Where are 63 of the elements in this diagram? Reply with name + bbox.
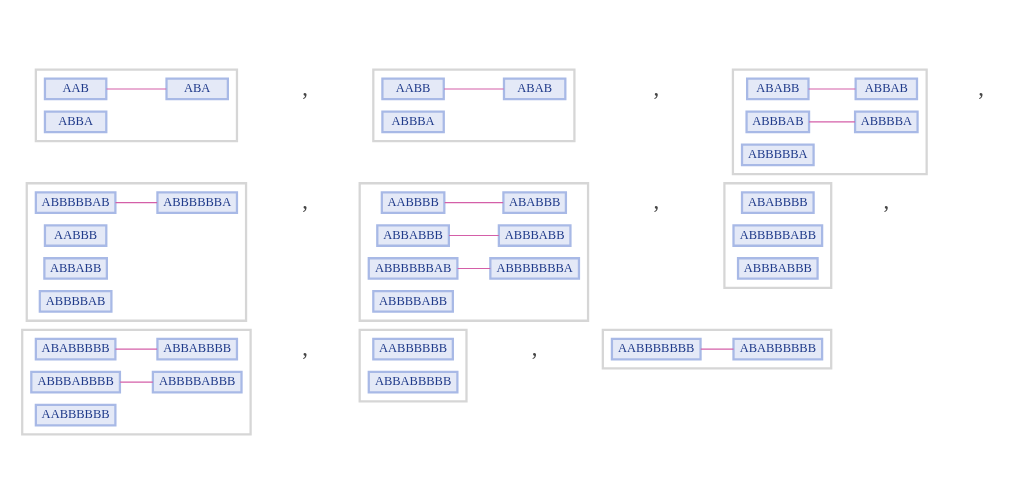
node-box: ABBBBBBAB xyxy=(367,257,459,280)
node-box: ABABBB xyxy=(502,191,568,214)
cluster xyxy=(372,68,576,143)
node-box: ABBBBBBA xyxy=(156,191,239,214)
node-box: AABBB xyxy=(43,224,108,247)
node-box: ABABBBBB xyxy=(34,337,117,361)
cluster xyxy=(34,68,239,143)
node-box: ABBBBBABB xyxy=(732,224,824,247)
connector xyxy=(114,202,158,204)
node-box: ABBA xyxy=(43,110,108,134)
node-box: ABBBBA xyxy=(853,110,919,134)
node-box: AAB xyxy=(43,77,108,101)
cluster xyxy=(358,182,590,322)
label: , xyxy=(653,188,660,214)
label: , xyxy=(302,74,308,100)
connector xyxy=(808,121,856,123)
node-box: ABBBABBB xyxy=(736,257,819,280)
connector xyxy=(448,234,500,237)
cluster xyxy=(601,328,833,370)
label: , xyxy=(302,334,308,360)
node-box: ABBBBABBB xyxy=(151,370,243,394)
cluster xyxy=(731,68,928,176)
label: , xyxy=(653,74,660,100)
cluster xyxy=(21,328,252,436)
connector xyxy=(457,267,491,270)
node-box: ABBBAB xyxy=(745,110,811,134)
label: , xyxy=(883,188,890,214)
node-box: ABABB xyxy=(746,77,810,101)
node-box: AABBBBBB xyxy=(372,337,454,361)
label: , xyxy=(302,188,308,214)
connector xyxy=(106,88,167,90)
connector xyxy=(114,348,158,350)
node-box: AABB xyxy=(381,77,445,101)
node-box: ABBBBBBBA xyxy=(489,257,581,280)
node-box: ABBABBBBB xyxy=(367,370,459,394)
node-box: ABBBBABB xyxy=(372,290,454,313)
node-box: ABBBA xyxy=(381,110,445,134)
node-box: ABABBBB xyxy=(740,191,815,214)
connector xyxy=(700,348,735,350)
connector xyxy=(443,88,505,90)
node-box: ABBBBBAB xyxy=(34,191,117,214)
label: , xyxy=(531,334,538,360)
node-box: ABBAB xyxy=(854,77,919,101)
cluster xyxy=(25,182,248,322)
node-box: ABBBBAB xyxy=(38,290,113,313)
cluster xyxy=(723,182,833,289)
node-box: ABBBBBA xyxy=(740,143,815,167)
node-box: ABBABBB xyxy=(376,224,450,247)
connector xyxy=(807,88,856,90)
cluster xyxy=(358,328,468,403)
node-box: ABABBBBBB xyxy=(732,337,824,361)
node-box: ABBBABB xyxy=(497,224,572,247)
connector xyxy=(119,381,154,383)
node-box: ABAB xyxy=(502,77,567,101)
label: , xyxy=(978,74,985,100)
node-box: ABBABBBB xyxy=(156,337,239,361)
connector xyxy=(444,202,504,204)
node-box: AABBBBBBB xyxy=(610,337,702,361)
node-box: AABBBBBB xyxy=(34,403,117,427)
node-box: ABA xyxy=(165,77,229,101)
node-box: ABBABB xyxy=(43,257,108,280)
node-box: AABBBB xyxy=(380,191,446,214)
node-box: ABBBABBBB xyxy=(30,370,122,394)
